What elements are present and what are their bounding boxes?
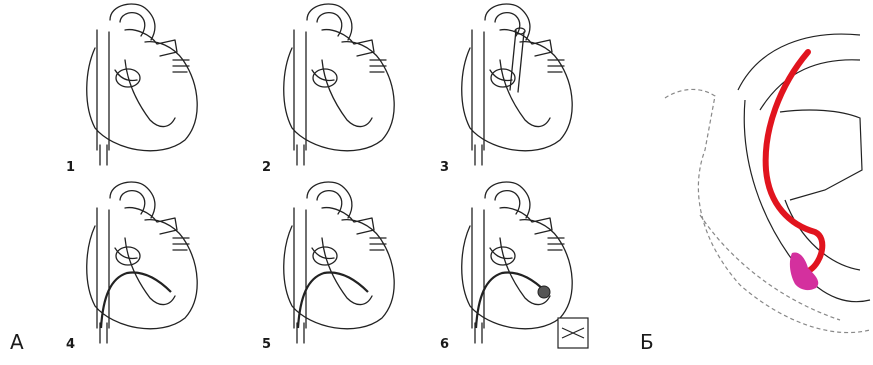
atrial-wall (490, 248, 512, 259)
pulmonary-trunk (322, 208, 374, 234)
red-catheter (766, 52, 823, 270)
atrial-wall (115, 248, 137, 259)
panel-b-heart-outline (665, 34, 870, 332)
atrial-wall (115, 70, 137, 81)
aortic-arch (307, 182, 352, 218)
panel-b-label: Б (640, 330, 654, 354)
pulmonary-veins (173, 238, 189, 250)
heart-diagram-step-1 (87, 4, 197, 165)
heart-diagram-step-2 (284, 4, 394, 165)
heart-diagram-step-5 (284, 182, 394, 343)
aortic-arch (110, 4, 155, 40)
aortic-arch (307, 4, 352, 40)
heart-diagram-step-6 (462, 182, 588, 348)
pulmonary-veins (370, 60, 386, 72)
atrial-wall (312, 70, 334, 81)
step-label-6: 6 (440, 337, 449, 352)
step-label-3: 3 (440, 160, 449, 175)
heart-outline (87, 42, 197, 151)
pulmonary-veins (370, 238, 386, 250)
sheath-tube (510, 30, 524, 92)
heart-diagram-step-4 (87, 182, 197, 343)
ivc (297, 145, 304, 165)
outline-atrium (780, 110, 862, 200)
occluder-device (538, 286, 550, 298)
atrial-wall (490, 70, 512, 81)
aortic-arch (110, 182, 155, 218)
pulmonary-trunk (500, 30, 552, 56)
step-label-4: 4 (66, 337, 75, 352)
panel-a-label: A (10, 330, 24, 354)
pulmonary-veins (548, 60, 564, 72)
pulmonary-trunk (125, 30, 177, 56)
atrial-wall (312, 248, 334, 259)
aortic-arch (485, 182, 530, 218)
pulmonary-trunk (125, 208, 177, 234)
step-label-1: 1 (66, 160, 75, 175)
heart-outline (462, 42, 572, 151)
heart-diagram-step-3 (462, 4, 572, 165)
heart-outline (284, 42, 394, 151)
magenta-device (790, 252, 818, 290)
ivc (100, 145, 107, 165)
step-label-2: 2 (262, 160, 271, 175)
ivc (475, 145, 482, 165)
dashed-ventricle (700, 215, 840, 320)
pulmonary-trunk (322, 30, 374, 56)
pulmonary-veins (173, 60, 189, 72)
pulmonary-trunk (500, 208, 552, 234)
panel-a-heart-diagrams (87, 4, 588, 348)
step-label-5: 5 (262, 337, 271, 352)
pulmonary-veins (548, 238, 564, 250)
